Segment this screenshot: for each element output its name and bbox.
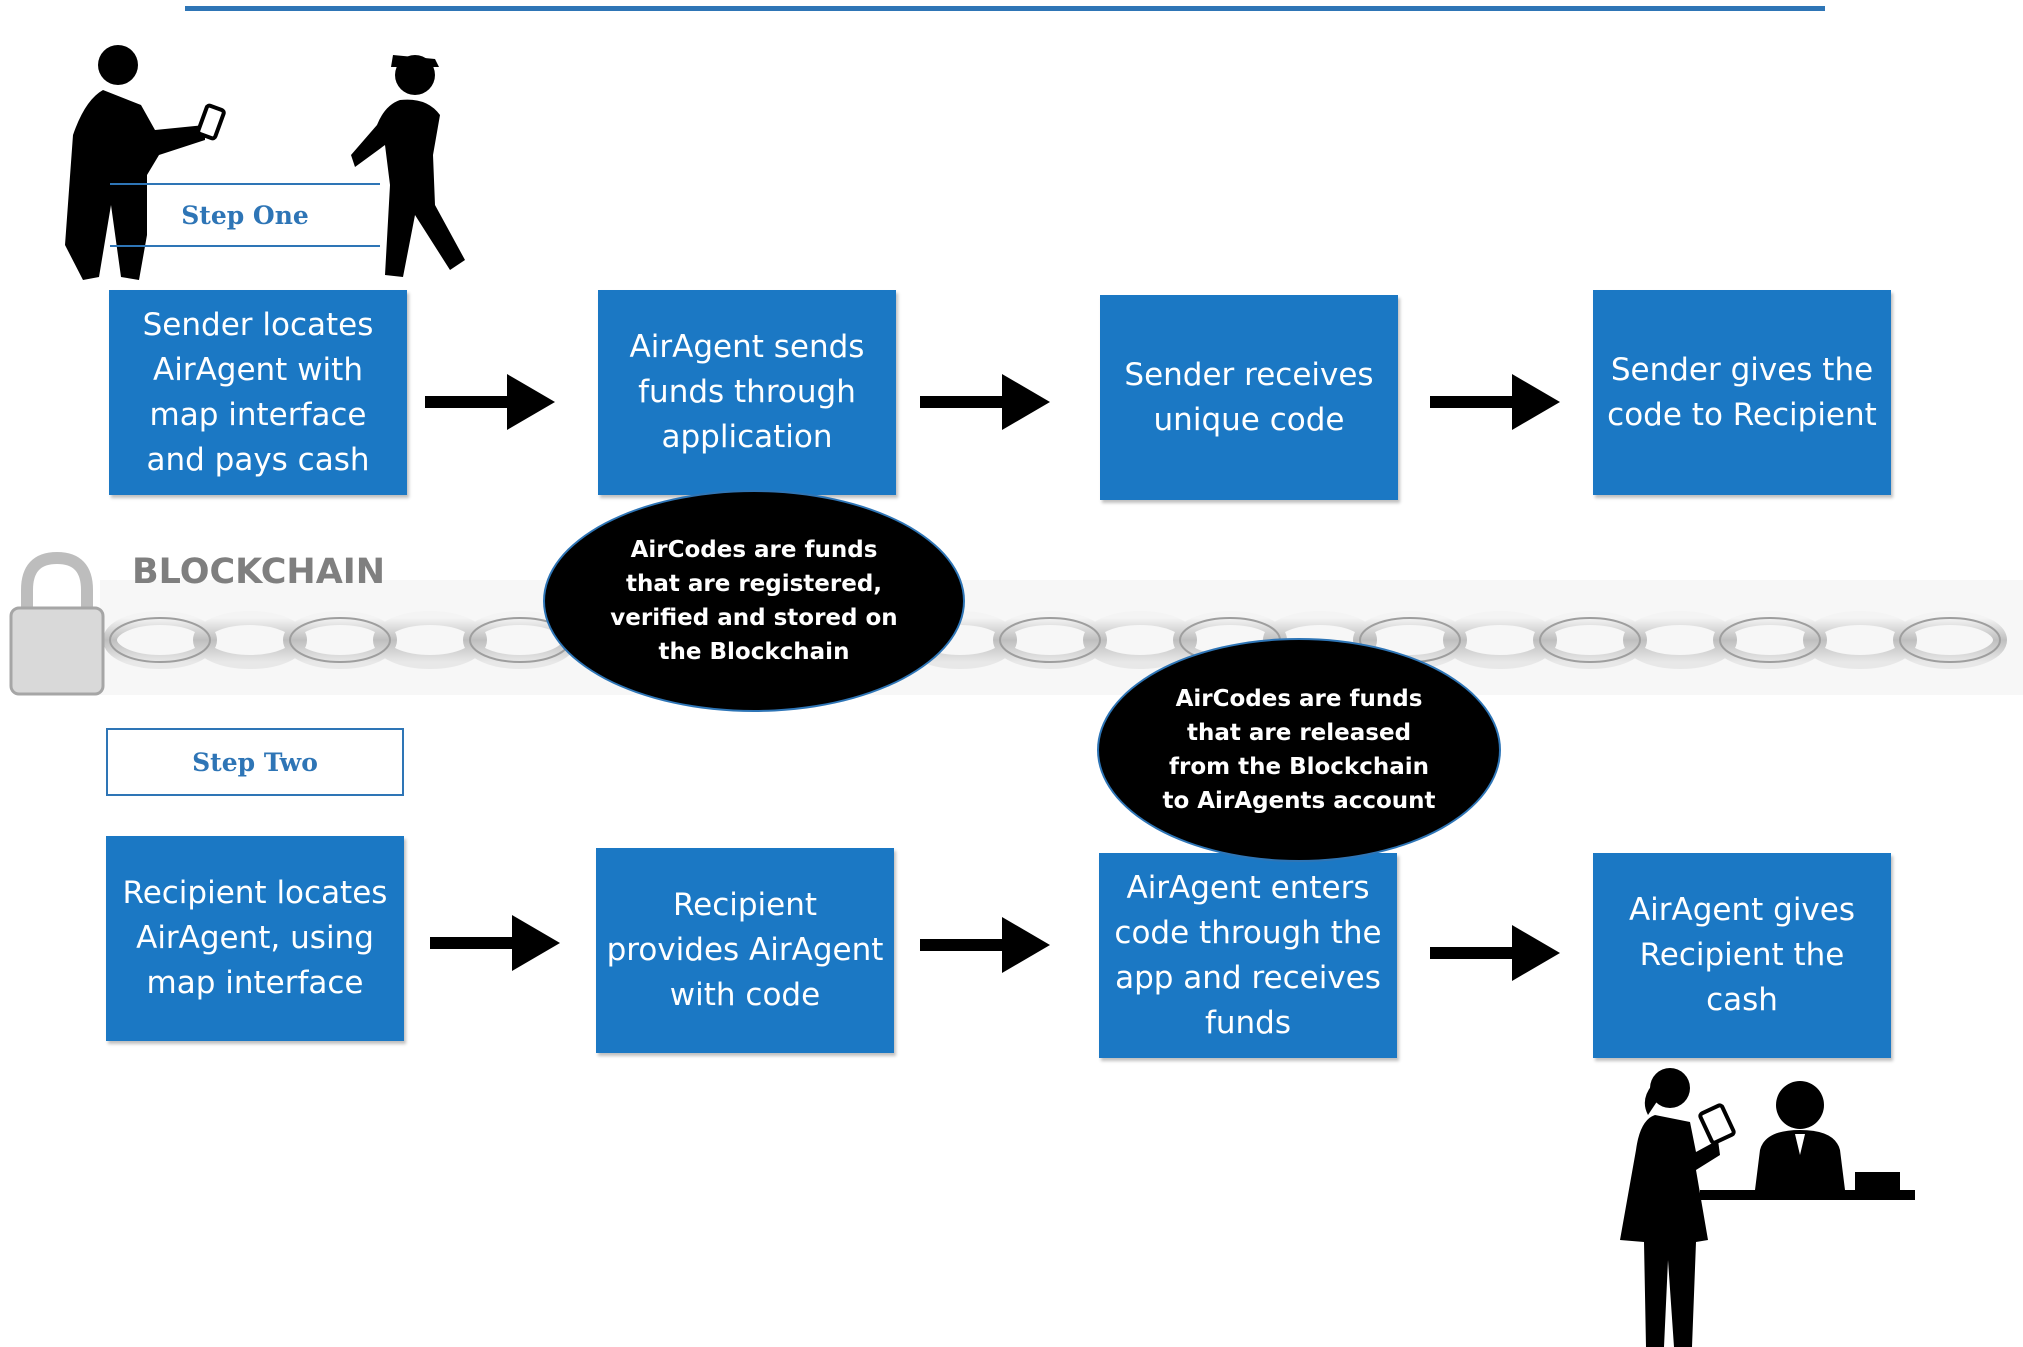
right-arrow-icon bbox=[920, 374, 1050, 430]
blockchain-label: BLOCKCHAIN bbox=[132, 552, 386, 592]
header-divider-line bbox=[185, 6, 1825, 11]
flow-box-text: Recipient provides AirAgent with code bbox=[606, 887, 884, 1013]
flow-box-text: Sender receives unique code bbox=[1124, 356, 1374, 438]
step-two-label: Step Two bbox=[106, 728, 404, 796]
right-arrow-icon bbox=[425, 374, 555, 430]
right-arrow-icon bbox=[920, 917, 1050, 973]
flow-box-sender-gives-code: Sender gives the code to Recipient bbox=[1593, 290, 1891, 495]
callout-released-from-blockchain: AirCodes are funds that are released fro… bbox=[1097, 638, 1501, 862]
flow-box-recipient-locates: Recipient locates AirAgent, using map in… bbox=[106, 836, 404, 1041]
padlock-icon bbox=[9, 551, 105, 696]
sender-agent-figures-icon bbox=[65, 45, 465, 280]
flow-box-sender-receives-code: Sender receives unique code bbox=[1100, 295, 1398, 500]
callout-registered-on-blockchain: AirCodes are funds that are registered, … bbox=[543, 490, 965, 712]
flow-box-text: Sender gives the code to Recipient bbox=[1607, 351, 1877, 433]
callout-text: AirCodes are funds that are registered, … bbox=[610, 537, 898, 665]
callout-text: AirCodes are funds that are released fro… bbox=[1162, 686, 1436, 814]
right-arrow-icon bbox=[1430, 925, 1560, 981]
flow-box-text: Sender locates AirAgent with map interfa… bbox=[142, 306, 374, 478]
flow-box-text: Recipient locates AirAgent, using map in… bbox=[122, 875, 388, 1001]
recipient-at-counter-figures-icon bbox=[1620, 1068, 1915, 1347]
flow-box-recipient-provides-code: Recipient provides AirAgent with code bbox=[596, 848, 894, 1053]
right-arrow-icon bbox=[430, 915, 560, 971]
flow-box-agent-enters-code: AirAgent enters code through the app and… bbox=[1099, 853, 1397, 1058]
flow-box-text: AirAgent sends funds through application bbox=[629, 329, 865, 455]
flow-box-text: AirAgent gives Recipient the cash bbox=[1628, 892, 1856, 1018]
right-arrow-icon bbox=[1430, 374, 1560, 430]
flow-box-text: AirAgent enters code through the app and… bbox=[1114, 869, 1382, 1041]
step-one-label: Step One bbox=[110, 183, 380, 247]
step-two-text: Step Two bbox=[192, 747, 318, 777]
step-one-text: Step One bbox=[181, 200, 309, 230]
chain-icon bbox=[100, 580, 2023, 695]
flow-box-agent-sends: AirAgent sends funds through application bbox=[598, 290, 896, 495]
flow-box-agent-gives-cash: AirAgent gives Recipient the cash bbox=[1593, 853, 1891, 1058]
flow-box-sender-locates: Sender locates AirAgent with map interfa… bbox=[109, 290, 407, 495]
